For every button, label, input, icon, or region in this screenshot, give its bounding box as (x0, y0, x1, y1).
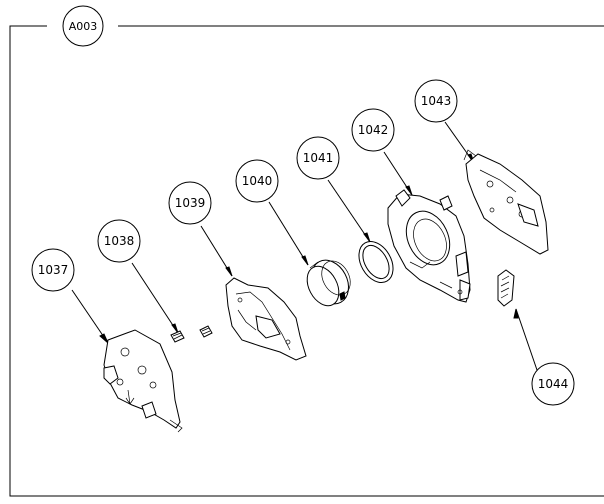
part-1043-rear-plate (463, 149, 549, 255)
assembly-frame: A003 (9, 5, 604, 497)
part-1040-lens-barrel (306, 259, 351, 307)
callout-1042: 1042 (351, 108, 395, 152)
callout-1037: 1037 (31, 248, 75, 292)
callout-1038: 1038 (97, 219, 141, 263)
callout-1040: 1040 (235, 159, 279, 203)
callout-1043: 1043 (414, 79, 458, 123)
part-1041-ring (358, 241, 394, 283)
frame-label-balloon (62, 5, 104, 47)
svg-text:1041: 1041 (303, 151, 334, 165)
part-1039-gasket-sheet (225, 277, 307, 361)
svg-text:1038: 1038 (104, 234, 135, 248)
svg-text:1042: 1042 (358, 123, 389, 137)
svg-text:1044: 1044 (538, 377, 569, 391)
callout-1041: 1041 (296, 136, 340, 180)
svg-text:1039: 1039 (175, 196, 206, 210)
part-1042-main-housing (387, 189, 471, 303)
part-1038-screws (170, 325, 213, 343)
callout-balloons: 1037 1038 1039 1040 1041 1042 1043 1044 (31, 79, 575, 406)
leader-arrowheads (99, 153, 519, 344)
callout-1044: 1044 (531, 362, 575, 406)
svg-text:1043: 1043 (421, 94, 452, 108)
frame-label: A003 (69, 20, 98, 33)
part-1044-switch (497, 269, 515, 307)
part-1037-front-plate (103, 329, 183, 433)
callout-1039: 1039 (168, 181, 212, 225)
svg-text:1040: 1040 (242, 174, 273, 188)
svg-text:1037: 1037 (38, 263, 69, 277)
